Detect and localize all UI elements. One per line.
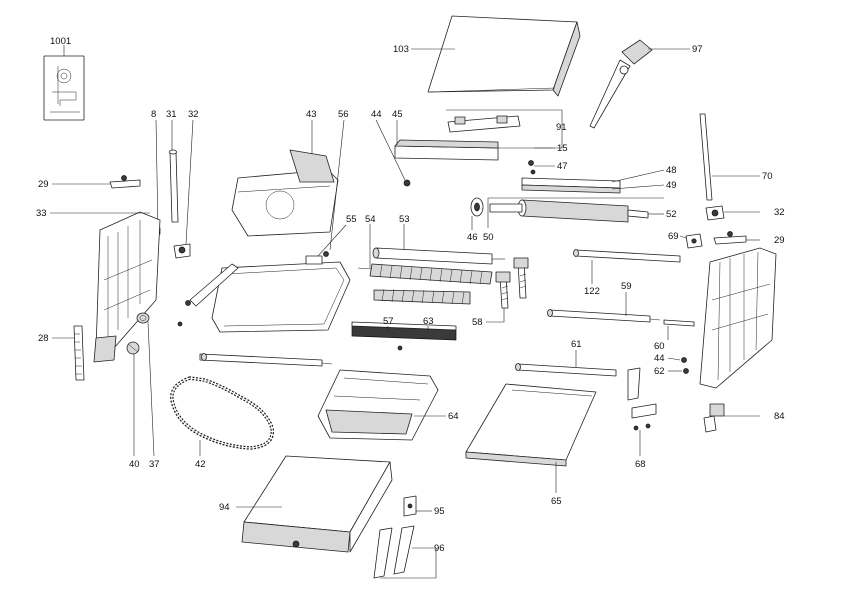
part-32-bracket-left [173, 243, 191, 259]
callout-49: 49 [666, 180, 677, 191]
part-lower-long-shaft [199, 353, 333, 367]
part-8-pin [154, 119, 161, 235]
part-54-spiral-cutter [357, 263, 493, 285]
part-57-63-knife-bar [351, 321, 457, 341]
callout-65: 65 [551, 496, 562, 507]
part-62-screw [683, 368, 689, 374]
part-68-brackets [627, 367, 657, 431]
part-small-screw [397, 345, 403, 351]
callout-61: 61 [571, 339, 582, 350]
callout-52: 52 [666, 209, 677, 220]
callout-32-right: 32 [774, 207, 785, 218]
part-1001-label-sticker [43, 55, 85, 121]
part-32-bracket-right [705, 205, 725, 221]
part-42-drive-chain [170, 376, 275, 450]
part-33-left-side-frame [93, 211, 161, 363]
part-37-knob [136, 312, 150, 324]
part-59-shaft [547, 309, 661, 323]
callout-97: 97 [692, 44, 703, 55]
callout-48: 48 [666, 165, 677, 176]
callout-59: 59 [621, 281, 632, 292]
part-base-plate [177, 261, 351, 333]
callout-1001: 1001 [50, 36, 71, 47]
callout-8: 8 [151, 109, 156, 120]
callout-54: 54 [365, 214, 376, 225]
callout-68: 68 [635, 459, 646, 470]
callout-56: 56 [338, 109, 349, 120]
callout-43: 43 [306, 109, 317, 120]
callout-29-left: 29 [38, 179, 49, 190]
callout-44-top: 44 [371, 109, 382, 120]
callout-33: 33 [36, 208, 47, 219]
part-44-nut-top [403, 179, 411, 187]
callout-96: 96 [434, 543, 445, 554]
part-58-spindle-screws [495, 257, 529, 309]
callout-60: 60 [654, 341, 665, 352]
callout-50: 50 [483, 232, 494, 243]
callout-45: 45 [392, 109, 403, 120]
callout-31: 31 [166, 109, 177, 120]
part-46-bearing [470, 197, 484, 217]
part-31-rod [169, 149, 179, 223]
callout-32-left: 32 [188, 109, 199, 120]
part-69-bracket [685, 233, 703, 249]
callout-29-right: 29 [774, 235, 785, 246]
callout-63: 63 [423, 316, 434, 327]
part-103-top-cover [427, 15, 581, 97]
callout-53: 53 [399, 214, 410, 225]
part-44-nut-right [681, 357, 687, 363]
part-55-clamp [305, 255, 323, 265]
part-96-brackets [373, 525, 415, 579]
callout-103: 103 [393, 44, 409, 55]
part-64-base-table [317, 369, 439, 441]
part-65-outfeed-table [465, 383, 597, 467]
callout-28: 28 [38, 333, 49, 344]
part-48-49-rails [521, 177, 621, 194]
part-15-47-screws [528, 160, 536, 175]
part-spiral-roller-lower [373, 288, 471, 305]
part-60-rod [663, 319, 695, 327]
callout-69: 69 [668, 231, 679, 242]
part-28-scale-strip [73, 325, 85, 381]
callout-46: 46 [467, 232, 478, 243]
callout-64: 64 [448, 411, 459, 422]
part-45-guard-bar [394, 139, 499, 161]
callout-40: 40 [129, 459, 140, 470]
part-84-adjuster [703, 403, 725, 433]
callout-122: 122 [584, 286, 600, 297]
part-70-column-rod [699, 113, 713, 201]
part-95-clip [403, 495, 417, 517]
part-29-clip-right [713, 231, 747, 245]
callout-57: 57 [383, 316, 394, 327]
callout-84: 84 [774, 411, 785, 422]
callout-95: 95 [434, 506, 445, 517]
part-94-bottom-housing [241, 455, 393, 553]
part-43-chip-hood [231, 149, 339, 237]
callout-58: 58 [472, 317, 483, 328]
callout-42: 42 [195, 459, 206, 470]
part-61-shaft [515, 363, 617, 377]
part-56-screw [323, 251, 329, 257]
callout-70: 70 [762, 171, 773, 182]
callout-94: 94 [219, 502, 230, 513]
callout-15: 15 [557, 143, 568, 154]
part-53-roller [372, 247, 505, 265]
part-122-shaft [573, 249, 681, 263]
callout-44-right: 44 [654, 353, 665, 364]
callout-55: 55 [346, 214, 357, 225]
callout-37: 37 [149, 459, 160, 470]
part-40-knob [126, 341, 140, 355]
part-50-52-main-roller [489, 199, 649, 223]
callout-47: 47 [557, 161, 568, 172]
part-29-clip-left [109, 175, 141, 189]
callout-91: 91 [556, 122, 567, 133]
part-91-bracket-plate [447, 115, 521, 133]
part-right-side-frame [699, 247, 777, 389]
part-97-crank-handle [589, 39, 653, 129]
callout-62: 62 [654, 366, 665, 377]
